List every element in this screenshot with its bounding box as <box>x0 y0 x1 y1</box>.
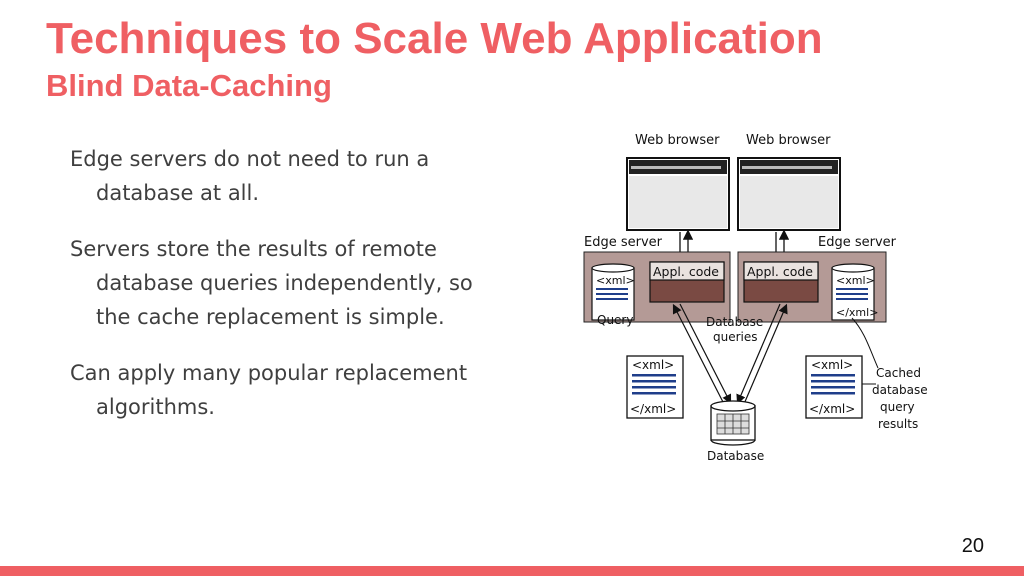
database-icon <box>710 400 756 446</box>
cached-label-line3: query <box>880 400 915 414</box>
edge-server-right-label: Edge server <box>818 235 897 250</box>
slide-subtitle: Blind Data-Caching <box>46 68 332 103</box>
xml-close-tag: </xml> <box>809 402 855 416</box>
cached-label-line2: database <box>872 383 928 397</box>
xml-close-tag: </xml> <box>630 402 676 416</box>
cached-label-line1: Cached <box>876 366 921 380</box>
database-label: Database <box>707 449 764 463</box>
page-number: 20 <box>961 535 984 557</box>
browser-left-label: Web browser <box>635 133 720 148</box>
callout-line <box>851 317 879 369</box>
bullet-item: Can apply many popular replacement algor… <box>70 361 468 419</box>
cached-xml-doc-right: <xml> </xml> <box>805 355 863 419</box>
query-label: Query <box>597 313 633 327</box>
web-browser-left <box>626 157 730 231</box>
blind-caching-diagram: Web browser Web browser Edge server Edge… <box>583 133 928 463</box>
xml-open-tag: <xml> <box>596 274 635 287</box>
database-queries-label-line1: Database <box>706 315 763 329</box>
bullet-item: Edge servers do not need to run a databa… <box>70 147 430 205</box>
xml-close-tag: </xml> <box>836 306 878 319</box>
edge-server-right: Appl. code <xml> </xml> <box>737 251 887 323</box>
xml-open-tag: <xml> <box>632 358 674 372</box>
appl-code-right: Appl. code <box>747 264 813 279</box>
browser-right-label: Web browser <box>746 133 831 148</box>
bullet-item: Servers store the results of remote data… <box>70 237 473 329</box>
edge-server-left-label: Edge server <box>584 235 663 250</box>
bottom-accent-bar <box>0 566 1024 576</box>
database-queries-label-line2: queries <box>713 330 758 344</box>
bullet-list: Edge servers do not need to run a databa… <box>70 142 510 446</box>
appl-code-left: Appl. code <box>653 264 719 279</box>
database-query-arrows <box>672 303 788 405</box>
xml-open-tag: <xml> <box>836 274 875 287</box>
slide-title: Techniques to Scale Web Application <box>46 14 823 63</box>
cached-xml-doc-left: <xml> </xml> <box>626 355 684 419</box>
cached-label-line4: results <box>878 417 918 431</box>
xml-open-tag: <xml> <box>811 358 853 372</box>
web-browser-right <box>737 157 841 231</box>
edge-server-left: <xml> Query Appl. code <box>583 251 731 327</box>
